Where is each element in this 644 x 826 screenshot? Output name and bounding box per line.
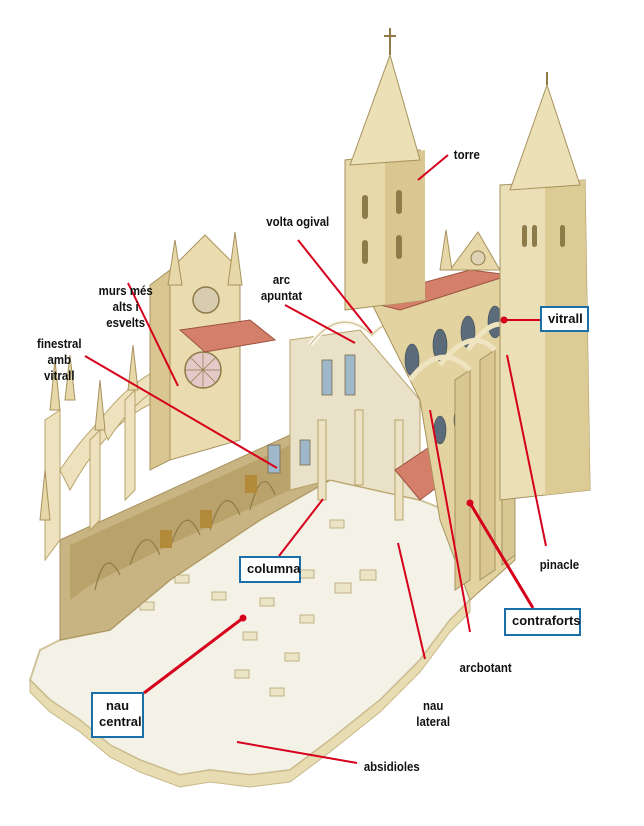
label-murs: murs més alts i esvelts [99,283,153,331]
label-volta-ogival-text: volta ogival [266,214,330,229]
leader-arc-apuntat [284,304,356,344]
label-nau-lateral-line2: lateral [416,714,451,729]
dot-contraforts [466,499,474,507]
floor-rim [29,598,471,788]
label-finestral-line1: finestral [37,336,82,351]
leader-volta-ogival [297,239,373,334]
small-spire [439,229,453,271]
second-spire [509,83,581,191]
dot-nau-central [239,614,247,622]
main-spire [349,53,421,166]
label-nau-central-box: nau central [91,692,144,738]
second-tower-windows [522,225,565,247]
second-tower-shade [545,180,590,495]
transept-side [149,269,171,471]
label-arc-apuntat-line2: apuntat [260,288,303,303]
label-nau-central-line2: central [99,714,142,729]
label-torre: torre [454,147,480,163]
leader-contraforts [468,502,535,609]
label-columna-box: columna [239,556,301,583]
rose-window-tracery [185,352,221,388]
middle-rose-window [470,250,486,266]
label-arcbotant-text: arcbotant [459,660,512,675]
leader-columna [278,498,324,557]
label-finestral-line3: vitrall [44,368,75,383]
label-murs-line3: esvelts [106,315,146,330]
label-murs-line2: alts i [112,299,139,314]
main-tower-windows [362,190,402,264]
leader-lines [84,154,547,764]
label-contraforts-box: contraforts [504,608,581,636]
middle-gable [449,231,501,271]
label-nau-central-line1: nau [105,698,130,713]
label-finestral-line2: amb [47,352,72,367]
label-absidioles-text: absidioles [363,759,420,774]
leader-dots [239,316,508,622]
upper-rose-window [192,286,220,314]
label-vitrall-text: vitrall [548,311,583,326]
label-finestral: finestral amb vitrall [37,336,82,384]
left-wall-doors [160,475,257,548]
label-arc-apuntat-line1: arc [272,272,291,287]
leader-absidioles [236,741,358,764]
leader-nau-central [143,616,244,695]
leader-pinacle [506,354,547,547]
label-arcbotant: arcbotant [460,660,512,676]
leader-nau-lateral [397,542,426,660]
transept-spires [167,231,243,286]
label-absidioles: absidioles [364,759,420,775]
label-vitrall-box: vitrall [540,306,589,332]
leader-torre [417,154,449,181]
label-volta-ogival: volta ogival [266,214,329,230]
label-pinacle-text: pinacle [539,557,580,572]
label-arc-apuntat: arc apuntat [261,272,302,304]
label-murs-line1: murs més [98,283,153,298]
label-nau-lateral-line1: nau [422,698,444,713]
label-torre-text: torre [453,147,480,162]
label-columna-text: columna [247,561,301,576]
label-contraforts-text: contraforts [512,613,581,628]
left-wall-arches [94,481,276,591]
leader-arcbotant [429,409,471,633]
pillar-bases [139,519,377,697]
main-tower-shade [385,150,425,305]
leader-murs [127,282,179,387]
dot-vitrall [500,316,508,324]
transept-roof [178,319,277,353]
nave-stained-glass [267,354,356,474]
leader-finestral [84,355,278,469]
label-nau-lateral: nau lateral [416,698,450,730]
label-pinacle: pinacle [540,557,579,573]
left-aisle-inner [70,445,290,600]
